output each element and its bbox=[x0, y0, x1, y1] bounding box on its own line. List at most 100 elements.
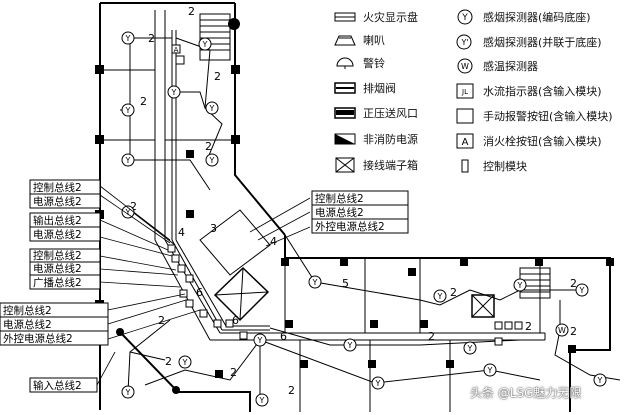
control-module-icon bbox=[453, 158, 477, 174]
legend-item: 手动报警按钮(含输入模块) bbox=[453, 107, 613, 125]
smoke-detector-icon bbox=[121, 385, 135, 399]
legend-item: 警铃 bbox=[333, 54, 385, 72]
legend-item: Y' 感烟探测器(并联于底座) bbox=[453, 33, 602, 51]
legend-label: 正压送风口 bbox=[363, 107, 418, 120]
wire-count: 2 bbox=[165, 355, 172, 368]
bus-label: 电源总线2 bbox=[33, 262, 82, 275]
smoke-detector-symbol: Y bbox=[579, 286, 585, 295]
bus-label: 电源总线2 bbox=[33, 195, 82, 208]
smoke-detector-symbol: Y bbox=[209, 104, 215, 113]
legend-label: 喇叭 bbox=[363, 34, 385, 47]
input-bus-label: 输入总线2 bbox=[33, 379, 82, 392]
smoke-detector-icon bbox=[255, 393, 269, 407]
wire-count: 2 bbox=[205, 140, 212, 153]
hydrant-button-icon: A bbox=[171, 44, 181, 54]
bus-label: 输出总线2 bbox=[33, 214, 82, 227]
manual-alarm-button-icon bbox=[453, 108, 477, 124]
smoke-detector-symbol: Y bbox=[487, 366, 493, 375]
bus-label-text: 控制总线2 电源总线2 输出总线2 电源总线2 控制总线2 电源总线2 广播总线… bbox=[3, 181, 385, 392]
wire-count: 2 bbox=[148, 32, 155, 45]
legend-label: 控制模块 bbox=[483, 160, 527, 173]
wire-count: 6 bbox=[196, 286, 203, 299]
legend: 火灾显示盘 喇叭 警铃 排烟阀 正压送风口 非消防电源 接线端子箱 bbox=[333, 8, 638, 178]
wire-count: 6 bbox=[232, 314, 239, 327]
smoke-detector-symbol: Y bbox=[171, 88, 177, 97]
bus-label: 控制总线2 bbox=[33, 249, 82, 262]
legend-label: 火灾显示盘 bbox=[363, 11, 418, 24]
bus-label: 控制总线2 bbox=[33, 181, 82, 194]
smoke-detector-symbol: Y bbox=[182, 358, 188, 367]
smoke-exhaust-valve-icon bbox=[333, 80, 357, 96]
fire-display-panel-icon bbox=[333, 9, 357, 25]
smoke-detector-symbol: Y bbox=[209, 156, 215, 165]
legend-item: A 消火栓按钮(含输入模块) bbox=[453, 132, 602, 150]
bus-label: 外控电源总线2 bbox=[3, 332, 73, 345]
legend-label: 水流指示器(含输入模块) bbox=[483, 85, 602, 98]
legend-label: 排烟阀 bbox=[363, 82, 396, 95]
smoke-detector-symbol: Y bbox=[125, 208, 131, 217]
wire-count: 4 bbox=[178, 226, 185, 239]
smoke-detector-symbol: Y bbox=[257, 336, 263, 345]
wire-count: 6 bbox=[280, 330, 287, 343]
smoke-detector-symbol: Y bbox=[437, 292, 443, 301]
bus-label: 电源总线2 bbox=[315, 206, 364, 219]
smoke-detector-icon bbox=[463, 341, 477, 355]
smoke-detector-icon bbox=[371, 376, 385, 390]
legend-symbol: W bbox=[461, 62, 469, 71]
smoke-detector-icon bbox=[483, 363, 497, 377]
smoke-detector-icon bbox=[433, 289, 447, 303]
wire-count: 2 bbox=[188, 5, 195, 18]
smoke-detector-symbol: Y bbox=[125, 156, 131, 165]
wire-count: 2 bbox=[288, 384, 295, 397]
legend-label: 感烟探测器(并联于底座) bbox=[483, 36, 602, 49]
wire-count: 2 bbox=[570, 277, 577, 290]
smoke-detector-symbol: Y bbox=[125, 106, 131, 115]
wire-count: 4 bbox=[270, 235, 277, 248]
legend-item: W 感温探测器 bbox=[453, 57, 538, 75]
legend-item: 接线端子箱 bbox=[333, 156, 418, 174]
legend-label: 警铃 bbox=[363, 57, 385, 70]
hydrant-symbol: A bbox=[174, 46, 179, 54]
bus-label: 控制总线2 bbox=[315, 192, 364, 205]
wire-count: 2 bbox=[140, 95, 147, 108]
smoke-detector-icon bbox=[343, 338, 357, 352]
legend-label: 感温探测器 bbox=[483, 60, 538, 73]
smoke-detector-icon bbox=[575, 283, 589, 297]
module-boxes bbox=[167, 44, 523, 346]
smoke-detector-icon bbox=[205, 101, 219, 115]
bus-label: 控制总线2 bbox=[3, 304, 52, 317]
bus-wiring bbox=[171, 30, 270, 331]
round-columns bbox=[116, 18, 240, 394]
smoke-detector-icon bbox=[198, 37, 212, 51]
smoke-detector-symbol: Y bbox=[125, 34, 131, 43]
wire-count: 2 bbox=[130, 200, 137, 213]
legend-symbol: A bbox=[462, 137, 469, 148]
smoke-detector-icon bbox=[253, 333, 267, 347]
legend-label: 消火栓按钮(含输入模块) bbox=[483, 135, 602, 148]
wire-count: 3 bbox=[210, 222, 217, 235]
speaker-icon bbox=[333, 32, 357, 48]
wire-count: 2 bbox=[230, 366, 237, 379]
legend-label: 非消防电源 bbox=[363, 133, 418, 146]
legend-label: 接线端子箱 bbox=[363, 159, 418, 172]
legend-label: 手动报警按钮(含输入模块) bbox=[483, 110, 613, 123]
legend-item: JL 水流指示器(含输入模块) bbox=[453, 82, 602, 100]
heat-detector-symbol: W bbox=[558, 326, 566, 335]
hydrant-button-icon: A bbox=[453, 133, 477, 149]
water-flow-indicator-icon: JL bbox=[453, 83, 477, 99]
junction-box-icon bbox=[333, 157, 357, 173]
wire-count: 2 bbox=[525, 320, 532, 333]
smoke-detector-symbol: Y bbox=[467, 344, 473, 353]
wire-count: 2 bbox=[428, 330, 435, 343]
smoke-detector-icon bbox=[178, 355, 192, 369]
wire-count: 2 bbox=[570, 325, 577, 338]
smoke-detector-parallel-icon: Y' bbox=[453, 34, 477, 50]
bus-label: 外控电源总线2 bbox=[315, 220, 385, 233]
smoke-detector-icon bbox=[121, 31, 135, 45]
smoke-detector-symbol: Y bbox=[259, 396, 265, 405]
bus-label: 广播总线2 bbox=[33, 276, 82, 289]
smoke-detector-icon bbox=[121, 103, 135, 117]
